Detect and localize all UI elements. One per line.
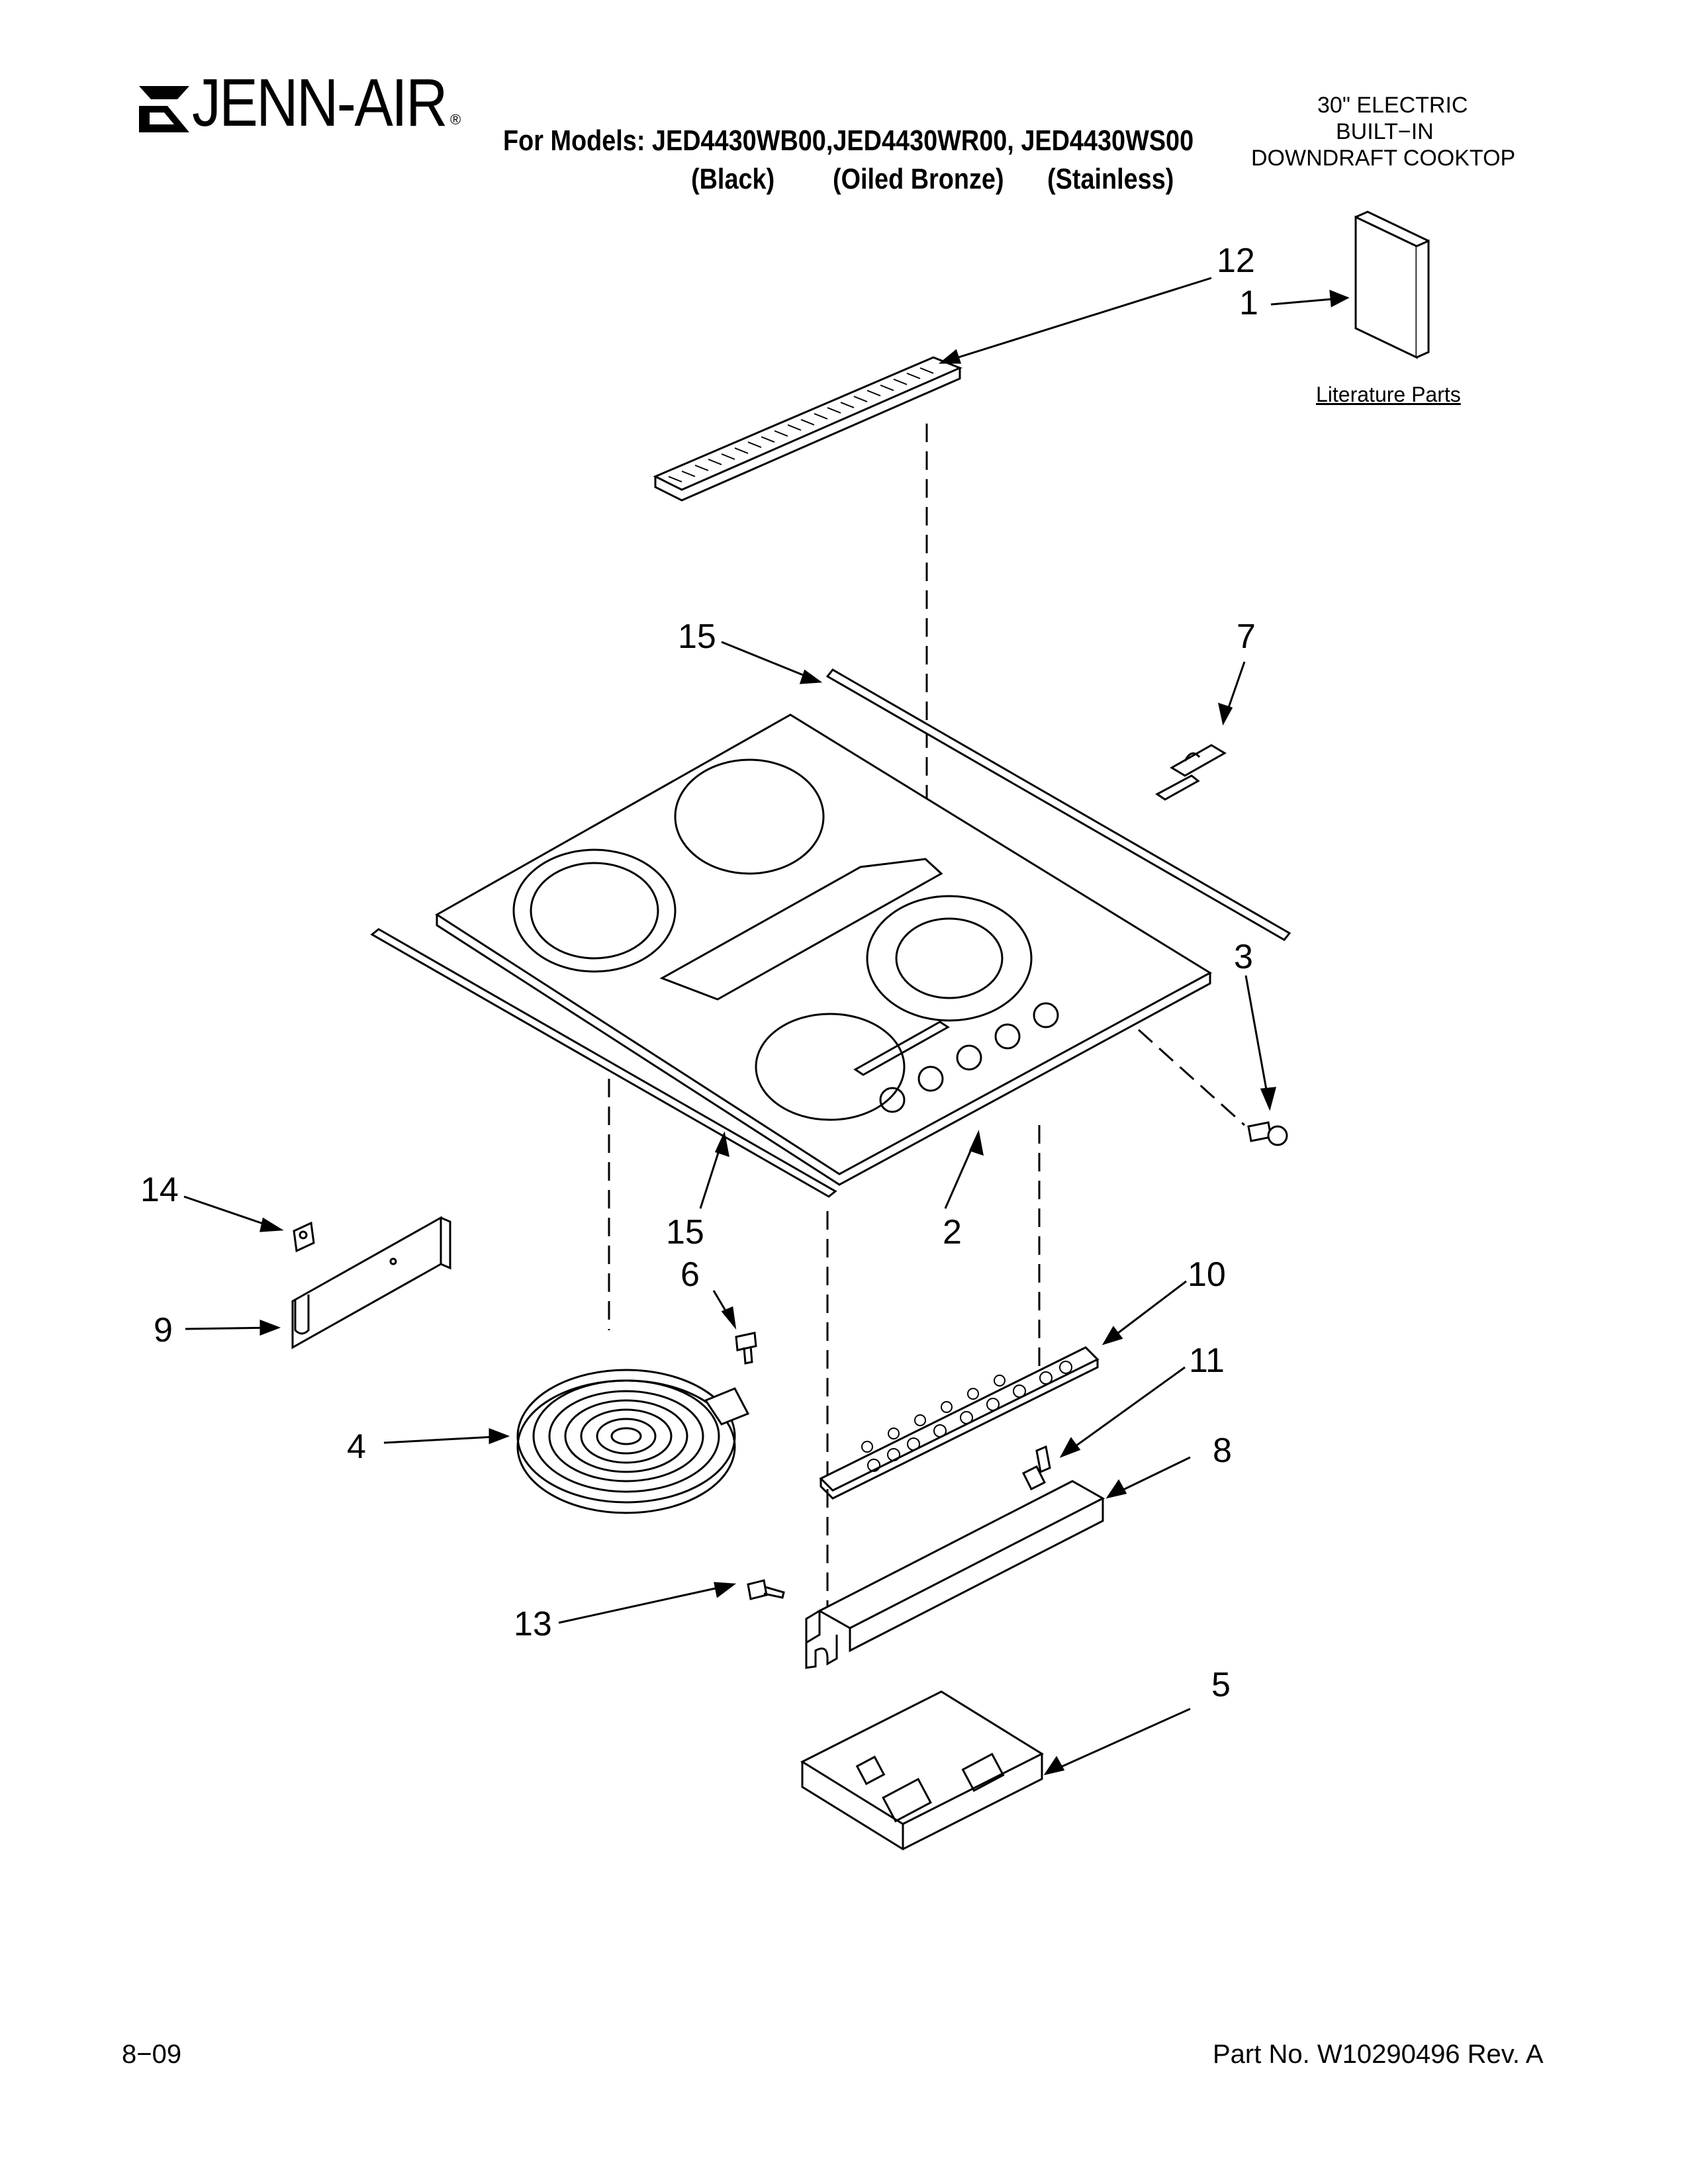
arrowhead-6 <box>721 1306 737 1330</box>
arrowhead-15-bottom <box>714 1131 729 1158</box>
jenn-air-logo-mark <box>139 86 189 132</box>
finish-black: (Black) <box>691 163 775 195</box>
callout-2: 2 <box>943 1213 962 1251</box>
callout-1: 1 <box>1239 284 1258 322</box>
callout-15-bottom: 15 <box>666 1213 704 1251</box>
leader-11 <box>1061 1366 1186 1457</box>
models-line: For Models: JED4430WB00,JED4430WR00, JED… <box>503 124 1194 157</box>
bracket-9 <box>291 1216 451 1349</box>
callout-13: 13 <box>514 1605 552 1643</box>
callout-4: 4 <box>347 1428 366 1466</box>
arrowhead-13 <box>714 1582 737 1598</box>
bracket-7 <box>1155 744 1227 801</box>
arrowhead-11 <box>1059 1437 1081 1458</box>
callout-5: 5 <box>1211 1666 1231 1704</box>
callout-14: 14 <box>140 1171 179 1209</box>
footer-date: 8−09 <box>122 2040 182 2069</box>
arrowhead-2 <box>968 1130 984 1156</box>
callout-6: 6 <box>680 1255 700 1294</box>
dashed-screw-line <box>1137 1028 1246 1126</box>
radiant-element <box>516 1369 750 1514</box>
callout-3: 3 <box>1234 938 1253 976</box>
screw-3 <box>1247 1121 1288 1146</box>
switch-11 <box>1021 1445 1051 1491</box>
electronic-control-box <box>800 1690 1045 1850</box>
description-line-3: DOWNDRAFT COOKTOP <box>1251 146 1516 171</box>
arrowhead-4 <box>489 1428 510 1445</box>
finish-stainless: (Stainless) <box>1047 163 1174 195</box>
arrowhead-1 <box>1329 289 1350 308</box>
clip-14 <box>293 1221 315 1253</box>
description-line-2: BUILT−IN <box>1336 119 1434 144</box>
control-bracket <box>805 1480 1105 1669</box>
callout-11: 11 <box>1189 1342 1225 1380</box>
callout-7: 7 <box>1237 617 1256 656</box>
arrowhead-5 <box>1043 1756 1065 1776</box>
arrowhead-10 <box>1102 1326 1123 1345</box>
leader-13 <box>558 1583 734 1624</box>
screw-6 <box>735 1332 757 1365</box>
arrowhead-15-top <box>799 669 823 684</box>
literature-parts-label: Literature Parts <box>1316 383 1461 406</box>
arrowhead-7 <box>1217 702 1233 726</box>
leader-5 <box>1045 1707 1191 1775</box>
description-line-1: 30" ELECTRIC <box>1317 93 1468 118</box>
footer-part-number: Part No. W10290496 Rev. A <box>1213 2040 1544 2069</box>
arrowhead-3 <box>1260 1087 1277 1111</box>
arrowhead-9 <box>259 1319 281 1336</box>
callout-10: 10 <box>1188 1255 1226 1294</box>
registered-mark: ® <box>450 111 461 128</box>
arrowhead-12 <box>938 349 962 364</box>
callout-9: 9 <box>154 1311 173 1349</box>
arrowhead-14 <box>259 1217 284 1232</box>
glass-cooktop <box>435 713 1212 1186</box>
finish-oiled-bronze: (Oiled Bronze) <box>833 163 1004 195</box>
vent-grille <box>653 356 962 502</box>
leader-12 <box>941 277 1212 364</box>
leader-3 <box>1244 975 1271 1109</box>
callout-15-top: 15 <box>678 617 716 656</box>
callout-12: 12 <box>1217 242 1255 280</box>
trim-strip-bottom <box>370 928 837 1198</box>
literature-booklet <box>1354 210 1430 359</box>
control-board <box>819 1346 1100 1500</box>
brand-name: JENN-AIR <box>192 65 447 140</box>
leader-4 <box>383 1435 508 1444</box>
callout-8: 8 <box>1213 1432 1232 1470</box>
arrowhead-8 <box>1105 1479 1127 1499</box>
screw-13 <box>747 1579 785 1600</box>
trim-strip-top <box>825 668 1291 941</box>
